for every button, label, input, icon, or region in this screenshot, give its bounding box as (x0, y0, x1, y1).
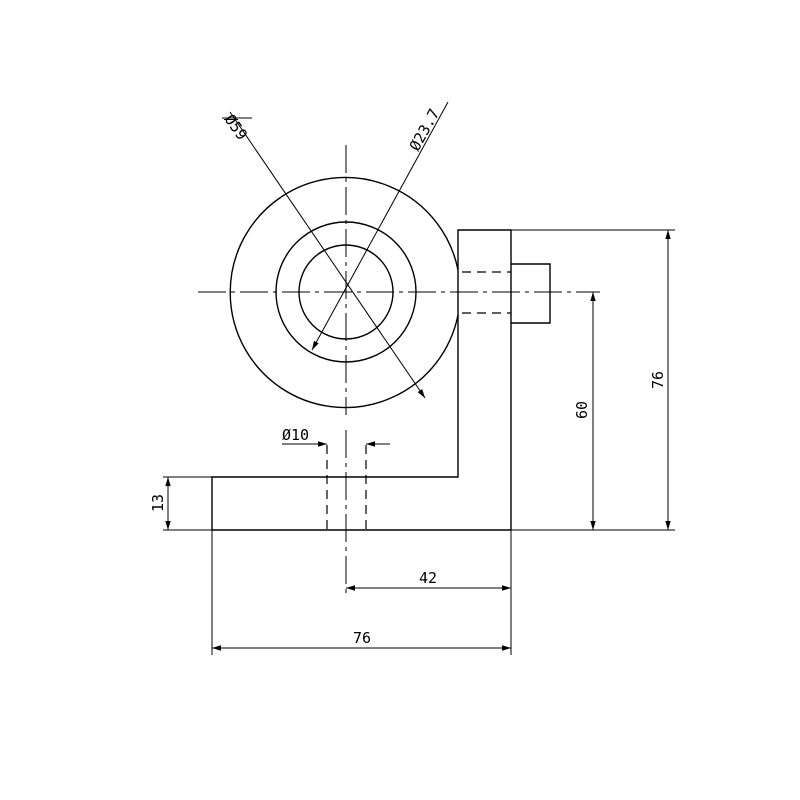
dim-overall-height: 76 (511, 229, 675, 531)
dim-flange-thickness-text: 13 (149, 494, 167, 512)
dim-inner-diameter: Ø23.7 (311, 101, 449, 351)
circular-view (229, 176, 459, 409)
flange-outline (211, 395, 511, 531)
dim-overall-width: 76 (211, 530, 512, 655)
dim-center-height-text: 60 (573, 401, 591, 419)
center-lines (198, 145, 600, 595)
dim-inner-diameter-leader (311, 101, 449, 351)
support-plate (457, 229, 551, 530)
dim-hole-diameter: Ø10 (282, 426, 390, 447)
dim-hole-diameter-text: Ø10 (282, 426, 309, 444)
plate-outline (457, 229, 512, 530)
dim-overall-height-text: 76 (649, 371, 667, 389)
base-flange (211, 395, 511, 531)
dim-center-height: 60 (511, 292, 600, 531)
dim-outer-diameter-text: Ø59 (221, 111, 251, 144)
dim-outer-diameter-leader (229, 111, 426, 399)
boss-outline (511, 263, 551, 324)
dim-outer-diameter: Ø59 (221, 111, 426, 399)
dim-inner-diameter-text: Ø23.7 (406, 106, 444, 154)
inner-circle (298, 244, 394, 340)
outer-circle (229, 176, 459, 409)
dim-center-offset-text: 42 (419, 569, 437, 587)
dim-overall-width-text: 76 (353, 629, 371, 647)
dim-flange-thickness: 13 (149, 476, 212, 531)
dim-center-offset: 42 (346, 530, 512, 595)
middle-circle (275, 221, 417, 363)
